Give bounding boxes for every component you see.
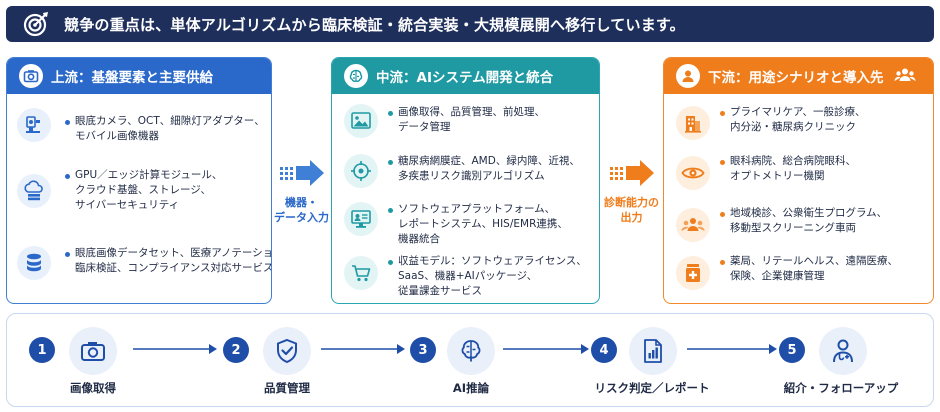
brain-icon (447, 327, 495, 375)
item-line: クラウド基盤、ストレージ、 (75, 184, 211, 196)
item-line: SaaS、機器+AIパッケージ、 (398, 270, 538, 282)
arrow-right-icon (687, 344, 777, 354)
output-flow-arrow: 診断能力の 出力 (600, 157, 663, 225)
item-line: 保険、企業健康管理 (730, 270, 825, 282)
item-line: 糖尿病網膜症、AMD、緑内障、近視、 (398, 155, 580, 167)
arrow-right-icon (503, 344, 589, 354)
step-number: 4 (591, 337, 617, 363)
bullet (65, 174, 70, 179)
downstream-header: 下流：用途シナリオと導入先 (664, 58, 933, 94)
item-line: 従量課金サービス (398, 285, 482, 297)
headline-banner: 競争の重点は、単体アルゴリズムから臨床検証・統合実装・大規模展開へ移行しています… (6, 6, 934, 42)
headline-text: 競争の重点は、単体アルゴリズムから臨床検証・統合実装・大規模展開へ移行しています… (64, 15, 685, 34)
item-line: モバイル画像機器 (75, 130, 159, 142)
item-line: 薬局、リテールヘルス、遠隔医療、 (730, 255, 898, 267)
arrow-right-icon (133, 344, 217, 354)
shield-check-icon (263, 327, 311, 375)
bullet (720, 212, 725, 217)
report-chart-icon (629, 327, 677, 375)
people-icon (893, 68, 916, 81)
microscope-icon (17, 108, 51, 142)
crosshair-icon (344, 154, 378, 188)
dashed-arrow-icon (609, 160, 654, 186)
item-line: レポートシステム、HIS/EMR連携、 (398, 218, 568, 230)
item-line: サイバーセキュリティ (75, 199, 180, 211)
item-line: プライマリケア、一般診療、 (730, 106, 866, 118)
image-icon (344, 104, 378, 138)
bullet (720, 160, 725, 165)
bullet (720, 111, 725, 116)
downstream-title: 下流：用途シナリオと導入先 (708, 70, 884, 86)
item-line: 眼科病院、総合病院眼科、 (730, 155, 856, 167)
step-number: 1 (29, 337, 55, 363)
item-line: 内分泌・糖尿病クリニック (730, 121, 856, 133)
database-icon (17, 246, 51, 280)
item-line: 機器統合 (398, 233, 440, 245)
step-label: AI推論 (452, 381, 490, 395)
arrow-right-icon (321, 344, 405, 354)
flow-label: 出力 (620, 211, 643, 224)
flow-label: 機器・ (285, 196, 318, 209)
cloud-server-icon (17, 174, 51, 208)
item-line: 画像取得、品質管理、前処理、 (398, 106, 545, 118)
process-flow: 1 画像取得 2 品質管理 3 AI推論 4 リスク判定／レポート 5 紹介・フ… (6, 313, 934, 407)
item-line: 地域検診、公衆衛生プログラム、 (730, 207, 888, 219)
bullet (388, 160, 393, 165)
step-number: 3 (410, 337, 436, 363)
brain-icon (344, 64, 368, 88)
input-flow-arrow: 機器・ データ入力 (272, 157, 331, 225)
item-line: 多疾患リスク識別アルゴリズム (398, 170, 545, 182)
flow-label: 診断能力の (604, 196, 659, 209)
user-icon (676, 64, 700, 88)
group-icon (676, 208, 710, 242)
item-line: データ管理 (398, 121, 451, 133)
midstream-panel: 中流：AIシステム開発と統合 画像取得、品質管理、前処理、 データ管理 糖尿病網… (331, 57, 600, 304)
item-line: 臨床検証、コンプライアンス対応サービス (75, 262, 272, 274)
upstream-header: 上流：基盤要素と主要供給 (7, 58, 271, 94)
upstream-panel: 上流：基盤要素と主要供給 眼底カメラ、OCT、細隙灯アダプター、 モバイル画像機… (6, 57, 272, 304)
cart-icon (344, 256, 378, 290)
step-label: 品質管理 (264, 381, 310, 395)
item-line: ソフトウェアプラットフォーム、 (398, 203, 556, 215)
step-label: 画像取得 (70, 381, 116, 395)
midstream-title: 中流：AIシステム開発と統合 (376, 70, 554, 86)
pharmacy-icon (676, 256, 710, 290)
flow-label: データ入力 (274, 211, 329, 224)
step-label: 紹介・フォローアップ (783, 381, 899, 395)
item-line: 眼底カメラ、OCT、細隙灯アダプター、 (75, 115, 265, 127)
camera-icon (19, 64, 43, 88)
camera-icon (69, 327, 117, 375)
bullet (388, 208, 393, 213)
bullet (388, 260, 393, 265)
building-icon (676, 106, 710, 140)
item-line: 移動型スクリーニング車両 (730, 222, 856, 234)
midstream-header: 中流：AIシステム開発と統合 (332, 58, 599, 94)
bullet (65, 120, 70, 125)
item-line: GPU／エッジ計算モジュール、 (75, 169, 223, 181)
upstream-title: 上流：基盤要素と主要供給 (51, 70, 213, 86)
item-line: 眼底画像データセット、医療アノテーション、 (75, 247, 272, 259)
monitor-user-icon (344, 202, 378, 236)
bullet (388, 111, 393, 116)
eye-icon (676, 156, 710, 190)
step-label: リスク判定／レポート (594, 381, 710, 395)
dashed-arrow-icon (279, 160, 324, 186)
step-number: 5 (779, 337, 805, 363)
item-line: オプトメトリー機関 (730, 170, 825, 182)
doctor-icon (819, 327, 867, 375)
bullet (65, 252, 70, 257)
step-number: 2 (223, 337, 249, 363)
item-line: 収益モデル：ソフトウェアライセンス、 (398, 255, 587, 267)
downstream-panel: 下流：用途シナリオと導入先 プライマリケア、一般診療、 内分泌・糖尿病クリニック… (663, 57, 934, 304)
bullet (720, 260, 725, 265)
target-icon (23, 12, 48, 37)
